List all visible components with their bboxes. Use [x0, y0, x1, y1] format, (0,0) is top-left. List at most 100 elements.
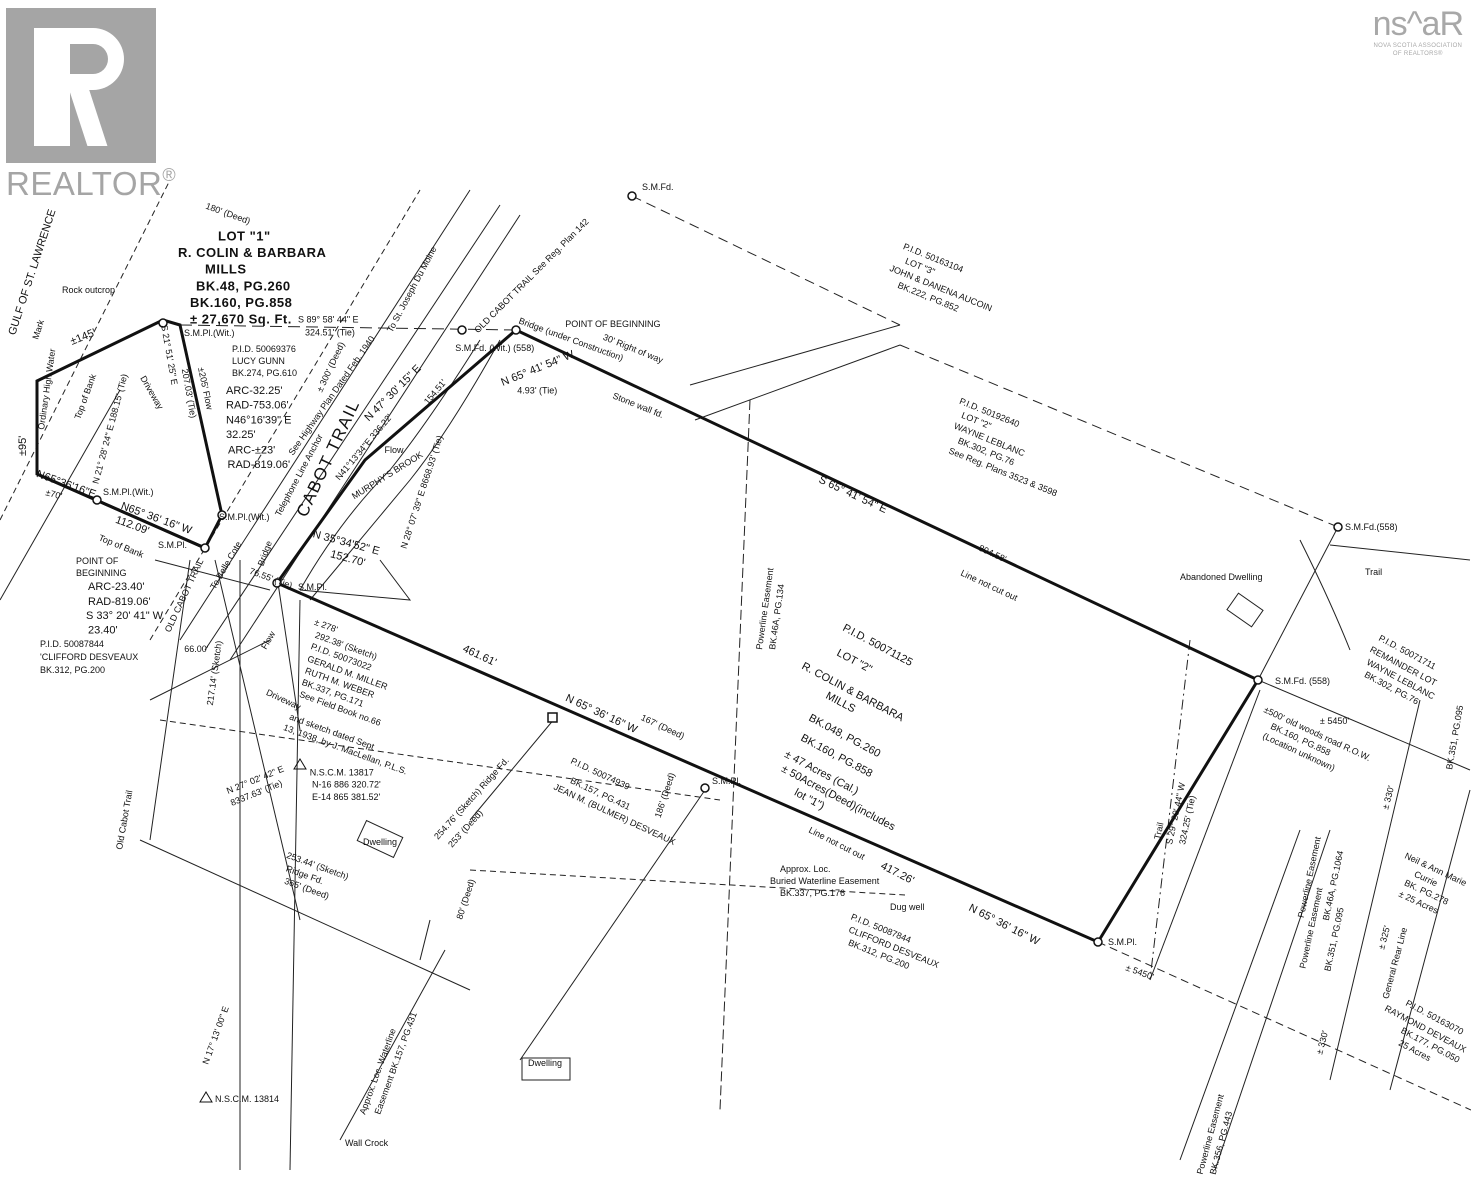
plan-label: Trail [1152, 822, 1165, 841]
plan-label: S.M.Pl. [1108, 937, 1137, 947]
plan-line [1149, 639, 1191, 981]
plan-line [469, 717, 556, 821]
plan-label: P.I.D. 50069376 [232, 344, 296, 354]
plan-label: ± 5450' [1320, 716, 1349, 726]
plan-label: Ordinary High Water [36, 348, 57, 430]
plan-line [139, 839, 471, 991]
plan-label: N.S.C.M. 13814 [215, 1094, 279, 1104]
nsar-subtitle-2: OF REALTORS® [1392, 51, 1443, 57]
plan-line [204, 204, 501, 651]
plan-label: BK.337, PG.176 [780, 888, 845, 898]
plan-label: N 17° 13' 00" E [200, 1005, 230, 1066]
plan-label: 417.26' [879, 860, 916, 887]
plan-label: S.M.Fd.(558) [1345, 522, 1398, 532]
plan-line [694, 344, 901, 421]
plan-line [159, 719, 721, 801]
nsar-subtitle: NOVA SCOTIA ASSOCIATION [1373, 43, 1463, 49]
plan-label: ± 330' [1314, 1029, 1330, 1055]
plan-label: S.M.Pl.(Wit.) [219, 512, 270, 522]
plan-label: Bridge [256, 539, 274, 567]
plan-label: Abandoned Dwelling [1180, 572, 1263, 582]
plan-label: S 33° 20' 41" W [86, 610, 164, 622]
plan-label: ± 330' [1380, 784, 1396, 810]
plan-label: RAD-819.06' [88, 596, 151, 608]
plan-label: OLD CABOT TRAIL See Reg. Plan 142 [472, 217, 590, 335]
plan-label: P.I.D. 50087844 [40, 639, 104, 649]
plan-label: Trail [1365, 567, 1382, 577]
plan-label: BK.274, PG.610 [232, 368, 297, 378]
plan-label: 180' (Deed) [204, 201, 251, 226]
plan-label: MILLS [205, 261, 247, 276]
plan-label: BEGINNING [76, 568, 127, 578]
survey-marker-icon [158, 318, 168, 328]
plan-label: E-14 865 381.52' [312, 792, 381, 802]
plan-label: Approx. Loc. [780, 864, 831, 874]
plan-label: ARC-32.25' [226, 385, 283, 397]
plan-label: N 28° 07' 39" E 8668.93' (Tie) [399, 434, 445, 550]
plan-line [214, 559, 301, 921]
plan-label: Dug well [890, 902, 925, 912]
survey-markers [92, 191, 1343, 1103]
plan-label: Driveway [265, 687, 303, 712]
plan-label: 167' (Deed) [639, 712, 686, 741]
nsar-wordmark: ns^aR [1372, 5, 1464, 43]
survey-marker-icon [700, 783, 710, 793]
plan-label: Mark [30, 318, 46, 341]
monument-triangle-icon [199, 1091, 213, 1103]
plan-line [0, 179, 171, 521]
plan-line [154, 559, 271, 591]
plan-label: Line not cut out [959, 568, 1019, 603]
plan-label: BK.351, PG.095 [1444, 705, 1465, 771]
plan-label: Dwelling [363, 837, 397, 847]
plan-line [299, 559, 412, 601]
plan-line [689, 324, 901, 386]
plan-line [719, 399, 751, 1111]
plan-label: GULF OF ST. LAWRENCE [6, 208, 58, 337]
plan-line [1389, 789, 1471, 1091]
survey-marker-icon [627, 191, 637, 201]
plan-line [631, 195, 901, 326]
boundary-line [274, 328, 1261, 944]
dwelling-outline [356, 819, 404, 859]
plan-label: S.M.Pl.(Wit.) [184, 328, 235, 338]
plan-label: ±95' [17, 436, 29, 456]
plan-line [339, 949, 446, 1141]
plan-label: LOT "1" [218, 228, 271, 243]
plan-line [1257, 526, 1339, 681]
plan-label: N 65° 36' 16" W [967, 902, 1042, 948]
realtor-text: REALTOR [6, 165, 163, 202]
plan-label: To Belle Cote [208, 540, 243, 591]
plan-label: S.M.Pl. [158, 540, 187, 550]
plan-label: Old Cabot Trail [114, 789, 134, 850]
plan-line [1097, 941, 1471, 1111]
plan-linework [0, 179, 1471, 1171]
dwelling-outline [521, 1057, 571, 1081]
survey-marker-icon [1253, 675, 1263, 685]
plan-line [1329, 544, 1471, 561]
realtor-mark: ® [162, 165, 177, 185]
survey-marker-icon [457, 325, 467, 335]
plan-label: S.M.Pl.(Wit.) [103, 487, 154, 497]
plan-label: S 89° 58' 44" E [298, 315, 359, 325]
plan-label: N 21° 28' 24" E 188.15' (Tie) [90, 373, 129, 485]
nsar-logo: ns^aR NOVA SCOTIA ASSOCIATION OF REALTOR… [1372, 5, 1464, 58]
plan-label: Dwelling [528, 1058, 562, 1068]
plan-line [519, 789, 706, 1061]
realtor-r-icon [6, 8, 156, 163]
plan-line [899, 344, 1339, 528]
plan-label: 'CLIFFORD DESVEAUX [40, 652, 138, 662]
plan-label: LOT "2" [835, 647, 874, 676]
plan-label: ARC-23.40' [88, 581, 145, 593]
survey-marker-icon [272, 578, 282, 588]
boundary-line [36, 472, 206, 550]
plan-line [1329, 699, 1421, 1081]
survey-marker-icon [511, 325, 521, 335]
plan-label: 804.58' [977, 543, 1008, 565]
plan-label: S.M.Fd. [642, 182, 674, 192]
plan-label: ± 325' [1376, 924, 1392, 950]
plan-label: Driveway [138, 374, 165, 411]
plan-label: 186' (Deed) [653, 771, 677, 819]
plan-label: 66.00' [184, 644, 209, 654]
